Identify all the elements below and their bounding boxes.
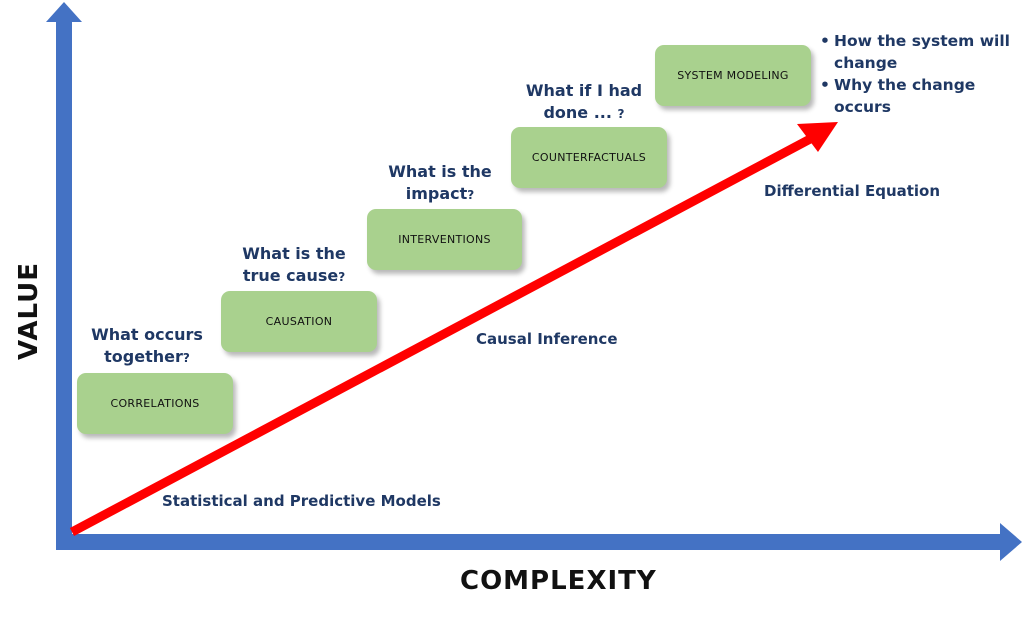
stage-box-counterfactuals: COUNTERFACTUALS	[511, 127, 667, 188]
bullet-item: How the system will change	[818, 30, 1024, 74]
stage-label: INTERVENTIONS	[398, 233, 491, 246]
y-axis-arrowhead	[46, 2, 82, 22]
stage-label: CAUSATION	[265, 315, 333, 328]
stage-box-system-modeling: SYSTEM MODELING	[655, 45, 811, 106]
tier-causal-inference: Causal Inference	[476, 330, 618, 348]
question-counterfactuals: What if I had done ... ?	[518, 80, 650, 125]
question-line: true cause?	[242, 266, 346, 285]
stage-box-correlations: CORRELATIONS	[77, 373, 233, 434]
question-line: impact?	[405, 184, 475, 203]
tier-statistical-models: Statistical and Predictive Models	[162, 492, 441, 510]
stage-label: COUNTERFACTUALS	[531, 151, 647, 164]
question-interventions: What is the impact?	[378, 161, 502, 206]
stage-box-interventions: INTERVENTIONS	[367, 209, 522, 270]
y-axis-label: VALUE	[14, 262, 44, 360]
question-correlations: What occurs together?	[80, 324, 214, 369]
x-axis-shaft	[56, 534, 1008, 550]
question-line: What occurs	[91, 325, 203, 344]
question-causation: What is the true cause?	[232, 243, 356, 288]
question-line: What is the	[242, 244, 346, 263]
question-line: What is the	[388, 162, 492, 181]
stage-label: SYSTEM MODELING	[677, 69, 789, 82]
x-axis-label: COMPLEXITY	[460, 566, 657, 596]
x-axis-arrowhead	[1000, 523, 1022, 561]
tier-differential-equation: Differential Equation	[764, 182, 941, 200]
question-line: done ... ?	[543, 103, 625, 122]
stage-box-causation: CAUSATION	[221, 291, 377, 352]
complexity-value-arrow-shaft	[69, 134, 815, 536]
system-modeling-bullets: How the system will change Why the chang…	[818, 30, 1024, 118]
y-axis-shaft	[56, 18, 72, 550]
bullet-item: Why the change occurs	[818, 74, 1024, 118]
question-line: What if I had	[525, 81, 643, 100]
complexity-value-arrowhead	[797, 122, 838, 152]
stage-label: CORRELATIONS	[110, 397, 200, 410]
question-line: together?	[104, 347, 190, 366]
